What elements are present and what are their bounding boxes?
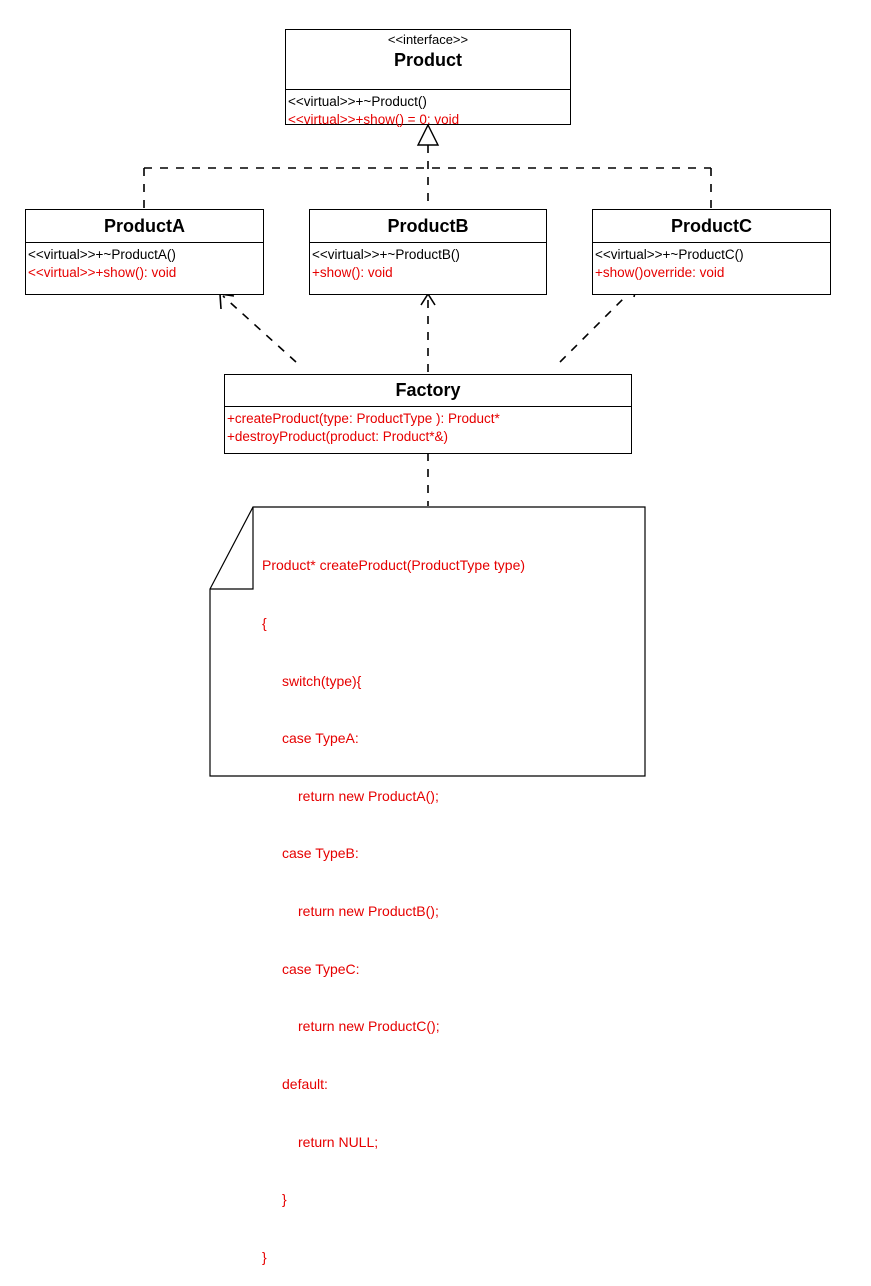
product-op: <<virtual>>+show() = 0: void (288, 112, 460, 127)
dependency-connectors (222, 285, 637, 372)
note-line: case TypeB: (282, 845, 359, 862)
product-a-op: <<virtual>>+show(): void (28, 265, 177, 280)
product-c-name: ProductC (671, 216, 752, 236)
factory-operations: +createProduct(type: ProductType ): Prod… (225, 407, 631, 446)
product-op: <<virtual>>+~Product() (288, 94, 427, 109)
arrowhead-product-a (219, 293, 235, 310)
product-interface-box[interactable]: <<interface>> Product <<virtual>>+~Produ… (285, 29, 571, 127)
note-line: case TypeC: (282, 960, 360, 977)
product-a-name: ProductA (104, 216, 185, 236)
note-line: return new ProductA(); (298, 787, 439, 804)
product-a-header: ProductA (26, 210, 263, 243)
factory-box[interactable]: Factory +createProduct(type: ProductType… (224, 374, 632, 454)
factory-header: Factory (225, 375, 631, 407)
realization-arrowhead (416, 123, 440, 146)
product-b-operations: <<virtual>>+~ProductB() +show(): void (310, 243, 546, 282)
note-line: } (282, 1191, 287, 1208)
product-stereotype: <<interface>> (387, 32, 469, 47)
product-b-box[interactable]: ProductB <<virtual>>+~ProductB() +show()… (309, 209, 547, 295)
note-fold (210, 507, 254, 590)
note-code: Product* createProduct(ProductType type)… (262, 518, 525, 1286)
factory-op: +createProduct(type: ProductType ): Prod… (227, 411, 500, 426)
note-line: return new ProductC(); (298, 1018, 440, 1035)
note-line: Product* createProduct(ProductType type) (262, 557, 526, 574)
note-line: } (262, 1248, 267, 1265)
product-name: Product (393, 50, 462, 70)
dependency-to-product-a (222, 295, 297, 363)
dependency-to-product-c (559, 285, 637, 363)
diagram-connectors (143, 123, 712, 777)
factory-name: Factory (395, 380, 461, 400)
realization-connectors (143, 145, 712, 209)
product-header: <<interface>> Product (286, 33, 570, 90)
note-line: switch(type){ (282, 672, 362, 689)
product-operations: <<virtual>>+~Product() <<virtual>>+show(… (286, 90, 570, 129)
product-c-op: <<virtual>>+~ProductC() (595, 247, 744, 262)
note-line: { (262, 615, 267, 632)
product-c-op: +show()override: void (595, 265, 725, 280)
product-c-header: ProductC (593, 210, 830, 243)
product-a-box[interactable]: ProductA <<virtual>>+~ProductA() <<virtu… (25, 209, 264, 295)
product-b-name: ProductB (387, 216, 469, 236)
note-line: return NULL; (298, 1133, 379, 1150)
product-b-op: +show(): void (312, 265, 393, 280)
note-shape (209, 506, 646, 777)
note-line: case TypeA: (282, 730, 359, 747)
product-a-operations: <<virtual>>+~ProductA() <<virtual>>+show… (26, 243, 263, 282)
note-line: default: (282, 1075, 328, 1092)
product-a-op: <<virtual>>+~ProductA() (28, 247, 176, 262)
product-b-op: <<virtual>>+~ProductB() (312, 247, 460, 262)
note-line: return new ProductB(); (298, 903, 439, 920)
product-c-box[interactable]: ProductC <<virtual>>+~ProductC() +show()… (592, 209, 831, 295)
factory-op: +destroyProduct(product: Product*&) (227, 429, 448, 444)
product-c-operations: <<virtual>>+~ProductC() +show()override:… (593, 243, 830, 282)
product-b-header: ProductB (310, 210, 546, 243)
